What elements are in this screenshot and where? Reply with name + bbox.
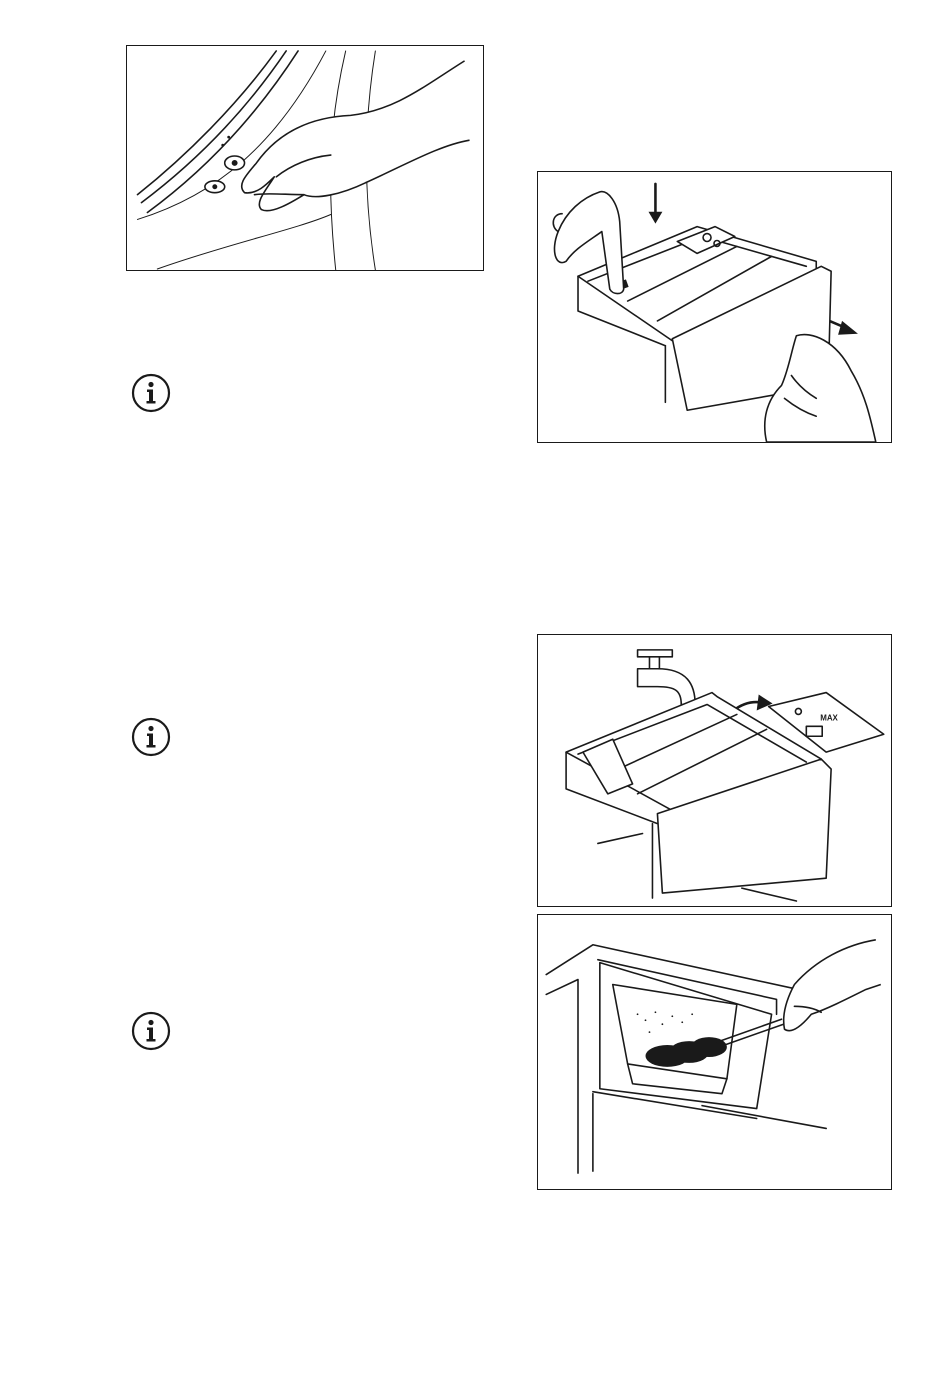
- info-icon: [131, 717, 171, 757]
- recess-brush-illustration: [537, 914, 892, 1190]
- drawer-removal-illustration: [537, 171, 892, 443]
- drawer-rinse-illustration: MAX: [537, 634, 892, 907]
- drawer-rinse-drawing: MAX: [538, 635, 891, 906]
- info-icon: [131, 373, 171, 413]
- drawer-removal-drawing: [538, 172, 891, 442]
- door-seal-cleaning-illustration: [126, 45, 484, 271]
- door-seal-drawing: [127, 46, 483, 270]
- info-icon: [131, 1011, 171, 1051]
- recess-brush-drawing: [538, 915, 891, 1189]
- max-marking: MAX: [820, 713, 838, 722]
